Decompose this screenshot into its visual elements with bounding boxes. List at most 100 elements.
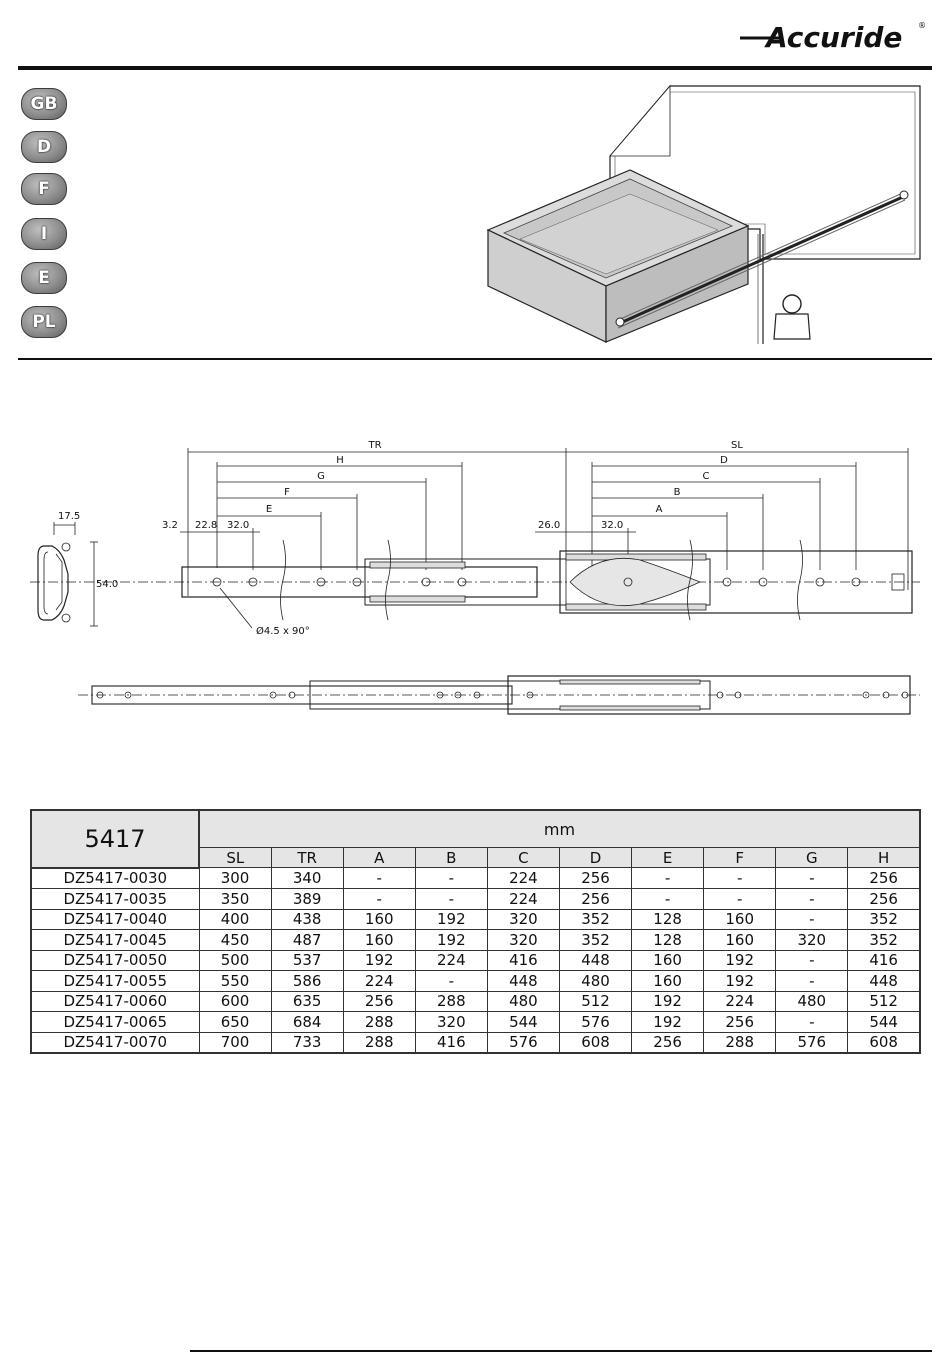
value-cell: 128 [631,929,705,951]
value-cell: 256 [847,888,921,910]
accuride-logo: Accuride ® [738,14,928,54]
part-number-cell: DZ5417-0070 [30,1031,200,1054]
dim-label-e: E [266,504,272,515]
value-cell: 448 [558,949,633,971]
logo-wordmark: Accuride [764,21,902,54]
value-cell: 352 [847,929,921,951]
value-cell: - [703,867,777,889]
value-cell: - [775,1011,849,1033]
value-cell: 192 [631,1011,705,1033]
dim-label-26-0: 26.0 [538,520,560,531]
value-cell: 480 [558,970,633,992]
value-cell: - [631,888,705,910]
value-cell: 288 [342,1031,416,1054]
value-cell: 576 [775,1031,849,1054]
value-cell: - [631,867,705,889]
value-cell: 224 [414,949,488,971]
col-header-tr: TR [270,847,344,868]
value-cell: 512 [558,990,633,1012]
section-rule [18,358,932,360]
dim-label-c: C [703,471,710,482]
dim-label-f: F [284,487,290,498]
value-cell: 448 [847,970,921,992]
language-badge-i[interactable]: I [21,218,67,250]
value-cell: 160 [631,949,705,971]
value-cell: 160 [631,970,705,992]
value-cell: 608 [558,1031,633,1054]
value-cell: - [775,908,849,930]
value-cell: 192 [414,908,488,930]
value-cell: 550 [198,970,272,992]
value-cell: 487 [270,929,344,951]
value-cell: 128 [631,908,705,930]
col-header-e: E [631,847,705,868]
value-cell: 256 [703,1011,777,1033]
value-cell: - [703,888,777,910]
value-cell: 160 [342,908,416,930]
hole-callout: Ø4.5 x 90° [256,625,310,637]
dim-label-17-5: 17.5 [58,511,80,522]
value-cell: - [775,888,849,910]
value-cell: 320 [486,908,560,930]
value-cell: 352 [558,929,633,951]
value-cell: 192 [342,949,416,971]
value-cell: - [414,867,488,889]
col-header-sl: SL [198,847,272,868]
drawer-illustration [480,84,930,349]
value-cell: 224 [342,970,416,992]
col-header-a: A [342,847,416,868]
value-cell: 537 [270,949,344,971]
part-number-cell: DZ5417-0065 [30,1011,200,1033]
language-badge-e[interactable]: E [21,262,67,294]
dim-label-sl: SL [731,440,743,451]
dim-label-32-0-right: 32.0 [601,520,623,531]
col-header-c: C [486,847,560,868]
value-cell: 160 [703,908,777,930]
unit-header: mm [198,809,921,848]
value-cell: 320 [775,929,849,951]
language-badge-gb[interactable]: GB [21,88,67,120]
value-cell: - [342,888,416,910]
value-cell: 224 [486,888,560,910]
language-badge-d[interactable]: D [21,131,67,163]
value-cell: 450 [198,929,272,951]
value-cell: 160 [342,929,416,951]
value-cell: 320 [486,929,560,951]
value-cell: - [342,867,416,889]
value-cell: 352 [847,908,921,930]
value-cell: 256 [847,867,921,889]
dim-label-d: D [720,455,728,466]
dim-label-tr: TR [367,440,381,451]
value-cell: - [775,949,849,971]
part-number-cell: DZ5417-0055 [30,970,200,992]
value-cell: 733 [270,1031,344,1054]
value-cell: 576 [558,1011,633,1033]
value-cell: 400 [198,908,272,930]
value-cell: 192 [703,949,777,971]
value-cell: 500 [198,949,272,971]
value-cell: 512 [847,990,921,1012]
dim-label-54-0: 54.0 [96,579,118,590]
footer-rule [190,1350,932,1352]
value-cell: - [775,970,849,992]
dim-label-h: H [336,455,344,466]
header-rule [18,66,932,70]
dim-label-g: G [317,471,325,482]
dim-label-b: B [674,487,681,498]
value-cell: 650 [198,1011,272,1033]
spec-table-container: 5417 mm SL TR A B C D E F G H DZ5417-003… [30,809,921,1054]
language-badge-pl[interactable]: PL [21,306,67,338]
value-cell: 288 [414,990,488,1012]
value-cell: 480 [775,990,849,1012]
language-badge-f[interactable]: F [21,173,67,205]
model-number: 5417 [30,809,200,869]
value-cell: 544 [486,1011,560,1033]
col-header-h: H [847,847,921,868]
